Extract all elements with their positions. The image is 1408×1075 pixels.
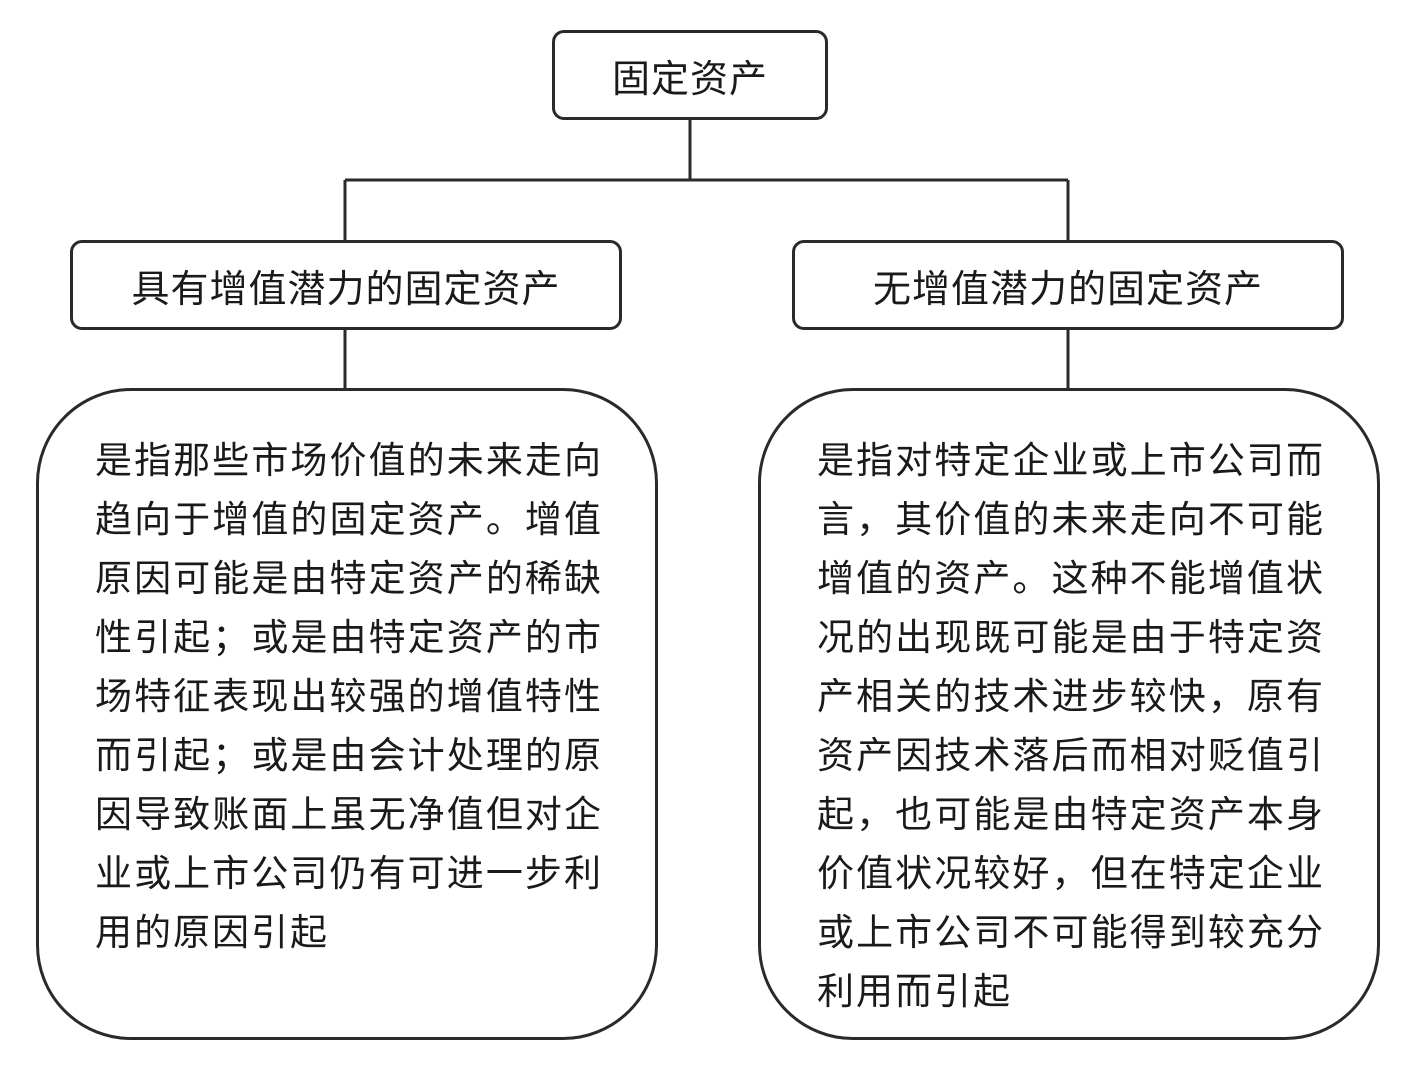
description-text-left: 是指那些市场价值的未来走向趋向于增值的固定资产。增值原因可能是由特定资产的稀缺性… (95, 439, 603, 954)
description-text-right: 是指对特定企业或上市公司而言，其价值的未来走向不可能增值的资产。这种不能增值状况… (817, 439, 1325, 1013)
branch-node-non-appreciating-assets: 无增值潜力的固定资产 (792, 240, 1344, 330)
description-box-appreciating-assets: 是指那些市场价值的未来走向趋向于增值的固定资产。增值原因可能是由特定资产的稀缺性… (36, 388, 658, 1040)
root-node-fixed-assets: 固定资产 (552, 30, 828, 120)
branch-node-appreciating-assets: 具有增值潜力的固定资产 (70, 240, 622, 330)
root-node-label: 固定资产 (611, 56, 768, 101)
description-box-non-appreciating-assets: 是指对特定企业或上市公司而言，其价值的未来走向不可能增值的资产。这种不能增值状况… (758, 388, 1380, 1040)
branch-node-label-right: 无增值潜力的固定资产 (872, 266, 1263, 311)
branch-node-label-left: 具有增值潜力的固定资产 (131, 266, 561, 311)
